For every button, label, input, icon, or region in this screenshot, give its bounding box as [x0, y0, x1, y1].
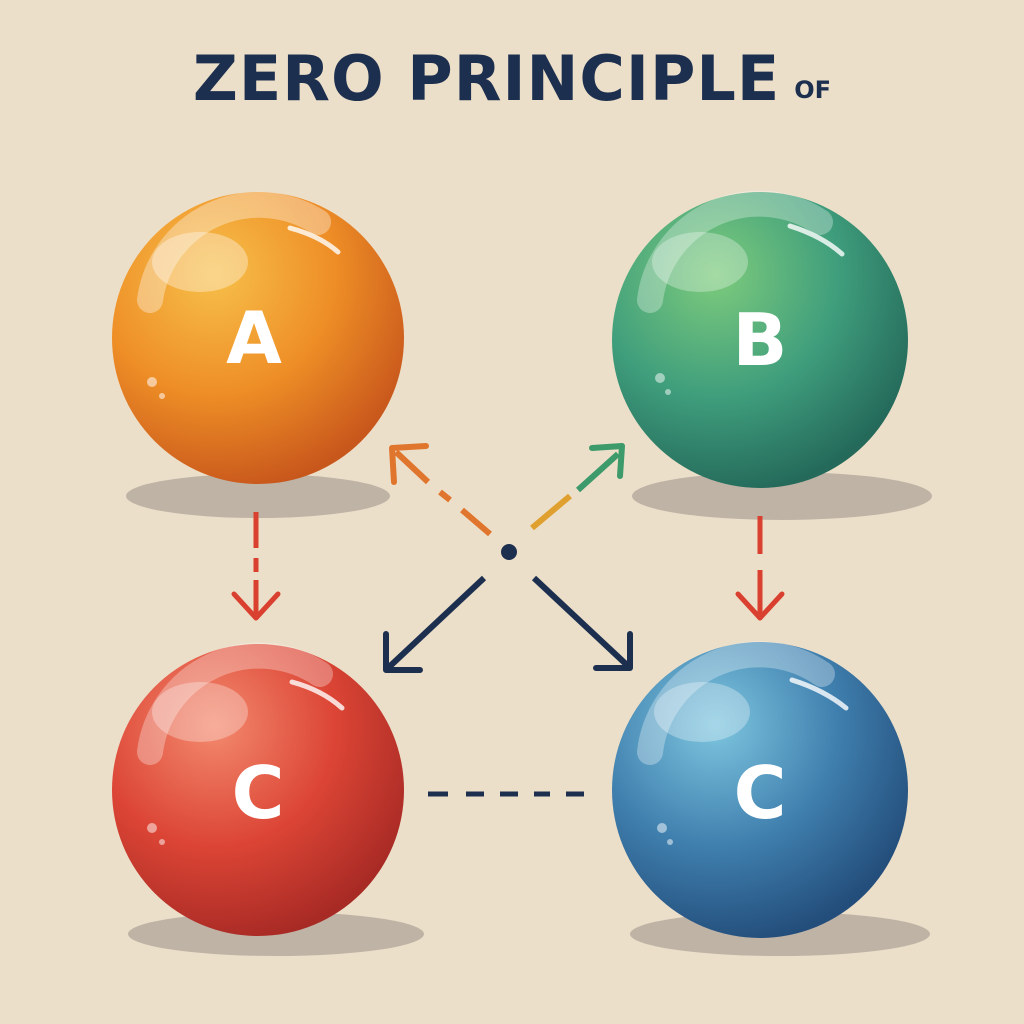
sphere-c1: C: [112, 642, 404, 936]
node-b-label: B: [733, 298, 788, 382]
node-c1-label: C: [232, 751, 285, 835]
arrow-a-to-c1: [231, 512, 281, 621]
arrow-center-to-b: [530, 443, 625, 531]
arrow-center-to-c2: [531, 575, 633, 671]
sphere-c2: C: [612, 641, 908, 938]
arrow-b-to-c2: [735, 516, 785, 621]
title-main: ZERO PRINCIPLE: [192, 42, 781, 115]
center-point: [501, 544, 517, 560]
sphere-a: A: [112, 191, 404, 484]
title-suffix: OF: [794, 76, 832, 104]
sphere-b: B: [612, 190, 908, 488]
shadow-b: [632, 472, 932, 520]
arrow-center-to-a: [389, 443, 492, 537]
node-a-label: A: [226, 296, 282, 380]
node-c2-label: C: [734, 751, 787, 835]
shadow-a: [126, 474, 390, 518]
arrow-center-to-c1: [383, 575, 487, 673]
